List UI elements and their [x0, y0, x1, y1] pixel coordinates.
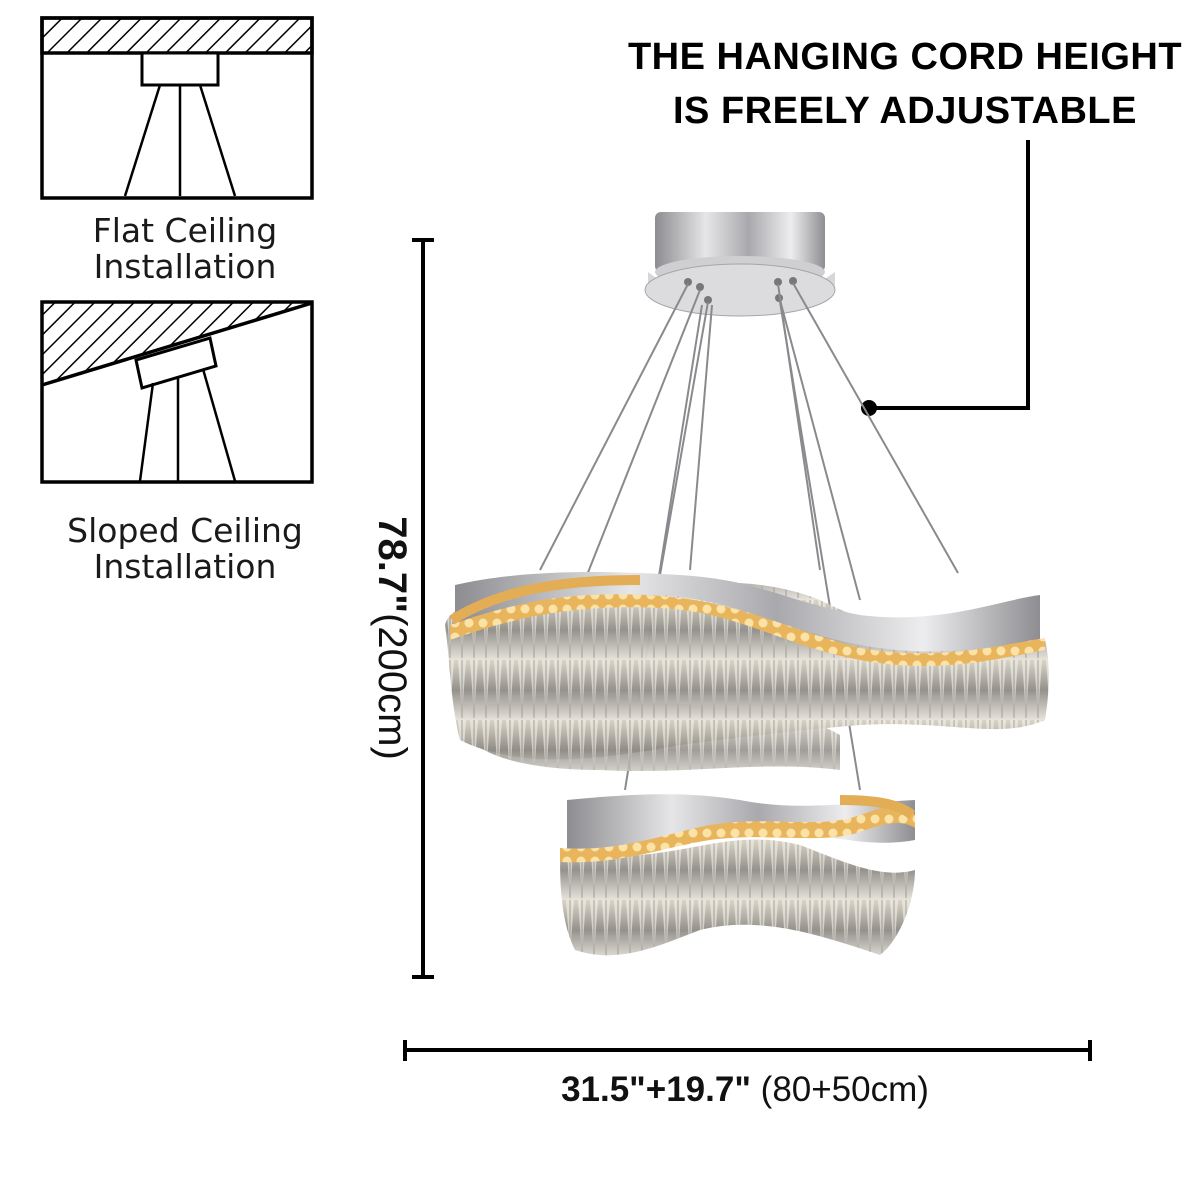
upper-ring-band — [455, 572, 1040, 652]
width-dimension-line — [403, 1040, 1092, 1061]
flat-ceiling-line2: Installation — [93, 247, 277, 286]
cord-note-line1: THE HANGING CORD HEIGHT — [627, 36, 1183, 78]
sloped-ceiling-icon — [40, 300, 314, 484]
cord-height-note: THE HANGING CORD HEIGHT IS FREELY ADJUST… — [610, 30, 1200, 138]
width-cm: (80+50cm) — [750, 1070, 929, 1109]
cord-note-line2: IS FREELY ADJUSTABLE — [673, 90, 1137, 132]
width-inches: 31.5"+19.7" — [561, 1070, 751, 1109]
flat-ceiling-line1: Flat Ceiling — [92, 211, 278, 250]
height-inches: 78.7" — [370, 516, 414, 614]
sloped-ceiling-line2: Installation — [93, 547, 277, 586]
height-cm: (200cm) — [370, 613, 414, 760]
width-dimension-label: 31.5"+19.7" (80+50cm) — [400, 1070, 1090, 1110]
sloped-ceiling-line1: Sloped Ceiling — [67, 511, 303, 550]
flat-ceiling-icon — [40, 16, 314, 200]
lower-ring-led — [560, 805, 915, 863]
height-dimension-label: 78.7"(200cm) — [366, 438, 414, 838]
sloped-ceiling-caption: Sloped Ceiling Installation — [40, 513, 330, 585]
chandelier — [445, 212, 1049, 956]
lower-ring-crystals — [560, 839, 915, 956]
cord-callout-leader — [861, 140, 1030, 416]
flat-ceiling-caption: Flat Ceiling Installation — [40, 213, 330, 285]
height-dimension-line — [412, 238, 434, 979]
upper-ring-led — [450, 594, 1045, 666]
ceiling-canopy — [644, 212, 836, 317]
